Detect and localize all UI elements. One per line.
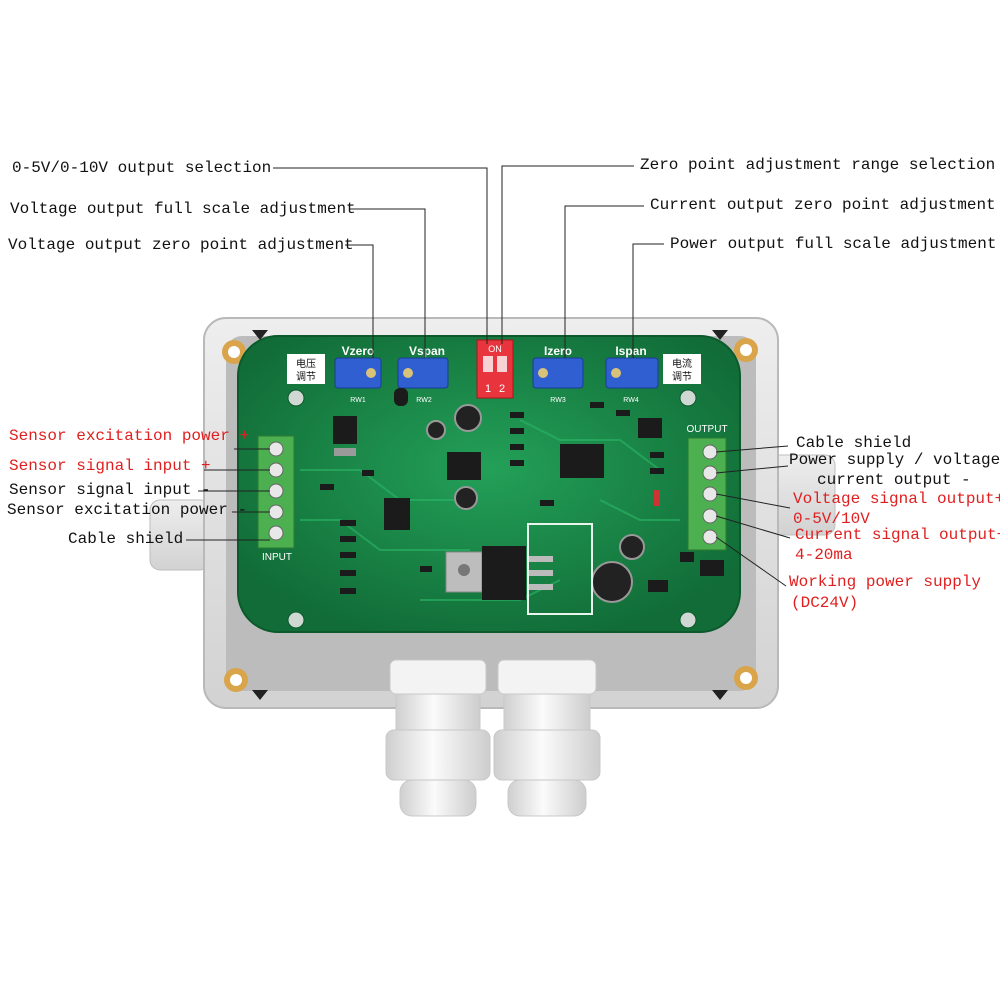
output-screw-4[interactable] (702, 508, 718, 524)
board-cn-labels: 电压 调节 电流 调节 (287, 354, 701, 384)
label-power-line1: Working power supply (789, 573, 982, 591)
input-screw-2[interactable] (268, 462, 284, 478)
label-power-line2: (DC24V) (791, 594, 859, 612)
pot-label-ispan: Ispan (615, 344, 646, 358)
dip-on-label: ON (488, 344, 502, 354)
label-iout-line1: Current signal output+ (795, 526, 1000, 544)
label-excitation-pos: Sensor excitation power + (9, 427, 250, 445)
output-label: OUTPUT (686, 424, 727, 435)
pot-ref-rw3: RW3 (550, 397, 566, 404)
label-gnd-line2: current output - (817, 471, 971, 489)
pot-vzero[interactable] (334, 357, 382, 389)
pot-label-vzero: Vzero (342, 344, 375, 358)
label-vout-line1: Voltage signal output+ (793, 490, 1000, 508)
label-cable-shield-left: Cable shield (68, 530, 184, 548)
label-ispan: Power output full scale adjustment (670, 235, 997, 253)
label-signal-neg: Sensor signal input - (9, 481, 211, 499)
input-terminal-block: INPUT (257, 435, 295, 563)
label-signal-pos: Sensor signal input + (9, 457, 211, 475)
output-screw-3[interactable] (702, 486, 718, 502)
cn-label-right-2: 调节 (672, 371, 692, 383)
potentiometers: Vzero RW1 Vspan RW2 Izero RW3 Ispan RW4 (334, 344, 659, 404)
label-gnd-line1: Power supply / voltage (789, 451, 1000, 469)
pot-ref-rw2: RW2 (416, 397, 432, 404)
label-iout-line2: 4-20ma (795, 546, 853, 564)
label-output-selection: 0-5V/0-10V output selection (12, 159, 272, 177)
input-screw-3[interactable] (268, 483, 284, 499)
pot-izero[interactable] (532, 357, 584, 389)
input-label: INPUT (262, 552, 292, 563)
label-vzero: Voltage output zero point adjustment (8, 236, 354, 254)
output-screw-1[interactable] (702, 444, 718, 460)
mounting-holes (222, 338, 758, 692)
output-screw-5[interactable] (702, 529, 718, 545)
output-screw-2[interactable] (702, 465, 718, 481)
pcb (237, 335, 741, 633)
dip-num-1: 1 (485, 383, 491, 395)
pot-ref-rw4: RW4 (623, 397, 639, 404)
label-zero-range: Zero point adjustment range selection (640, 156, 996, 174)
label-vout-line2: 0-5V/10V (793, 510, 870, 528)
cn-label-left-2: 调节 (296, 371, 316, 383)
dip-switch[interactable]: ON 1 2 (476, 339, 514, 399)
input-screw-1[interactable] (268, 441, 284, 457)
pot-ref-rw1: RW1 (350, 397, 366, 404)
output-terminal-block: OUTPUT (686, 424, 728, 551)
pot-ispan[interactable] (605, 357, 659, 389)
label-izero: Current output zero point adjustment (650, 196, 996, 214)
label-vspan: Voltage output full scale adjustment (10, 200, 356, 218)
input-screw-5[interactable] (268, 525, 284, 541)
dip-num-2: 2 (499, 383, 505, 395)
pot-label-izero: Izero (544, 344, 572, 358)
board-components (320, 388, 724, 615)
input-screw-4[interactable] (268, 504, 284, 520)
leader-lines (186, 165, 791, 587)
label-excitation-neg: Sensor excitation power - (7, 501, 248, 519)
cn-label-left: 电压 (296, 357, 316, 370)
label-cable-shield-right: Cable shield (796, 434, 912, 452)
pot-label-vspan: Vspan (409, 344, 445, 358)
cn-label-right: 电流 (672, 357, 692, 370)
cable-glands (385, 659, 601, 817)
pot-vspan[interactable] (397, 357, 449, 389)
